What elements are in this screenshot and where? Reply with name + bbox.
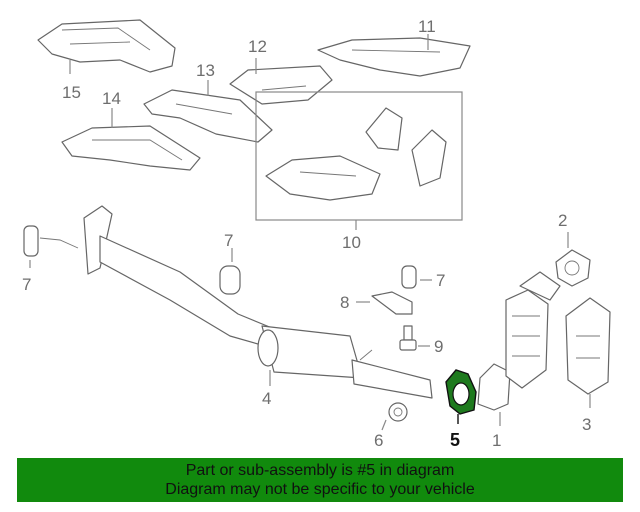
callout-15: 15	[62, 83, 81, 102]
callout-4: 4	[262, 389, 271, 408]
callout-14: 14	[102, 89, 121, 108]
part-15-heat-shield[interactable]: 15	[37, 19, 176, 102]
part-11-heat-shield[interactable]: 11	[317, 17, 471, 77]
part-2-gasket[interactable]: 2	[555, 211, 591, 287]
callout-3: 3	[582, 415, 591, 434]
callout-10: 10	[342, 233, 361, 252]
callout-5: 5	[450, 430, 460, 450]
part-7-hanger-left[interactable]: 7	[22, 225, 79, 294]
part-7-hanger-middle[interactable]: 7	[219, 231, 241, 295]
part-6-nut[interactable]: 6	[374, 402, 408, 450]
part-5-gasket[interactable]: 5	[445, 369, 477, 450]
callout-2: 2	[558, 211, 567, 230]
callout-9: 9	[434, 337, 443, 356]
callout-11: 11	[418, 17, 436, 36]
banner-line-1: Part or sub-assembly is #5 in diagram	[185, 462, 455, 479]
callout-7a: 7	[22, 275, 31, 294]
part-9-bolt[interactable]: 9	[399, 325, 443, 356]
part-12-heat-shield[interactable]: 12	[229, 37, 333, 105]
exhaust-parts-diagram: 15 12 11 13 14 10	[22, 17, 611, 450]
callout-8: 8	[340, 293, 349, 312]
part-3-heat-shield[interactable]: 3	[565, 297, 611, 434]
callout-7b: 7	[224, 231, 233, 250]
part-14-heat-shield[interactable]: 14	[61, 89, 201, 171]
callout-12: 12	[248, 37, 267, 56]
callout-1: 1	[492, 431, 501, 450]
part-1-catalytic-converter[interactable]: 1	[477, 271, 561, 450]
banner-line-2: Diagram may not be specific to your vehi…	[165, 481, 475, 498]
part-7-hanger-right[interactable]: 7	[401, 265, 445, 290]
part-8-bracket[interactable]: 8	[340, 291, 413, 315]
part-4-muffler-tailpipe[interactable]: 4	[83, 205, 433, 408]
part-info-banner: Part or sub-assembly is #5 in diagram Di…	[17, 458, 623, 502]
part-13-heat-shield[interactable]: 13	[143, 61, 273, 143]
callout-6: 6	[374, 431, 383, 450]
callout-13: 13	[196, 61, 215, 80]
part-10-shield-kit[interactable]: 10	[255, 91, 463, 252]
callout-7c: 7	[436, 271, 445, 290]
